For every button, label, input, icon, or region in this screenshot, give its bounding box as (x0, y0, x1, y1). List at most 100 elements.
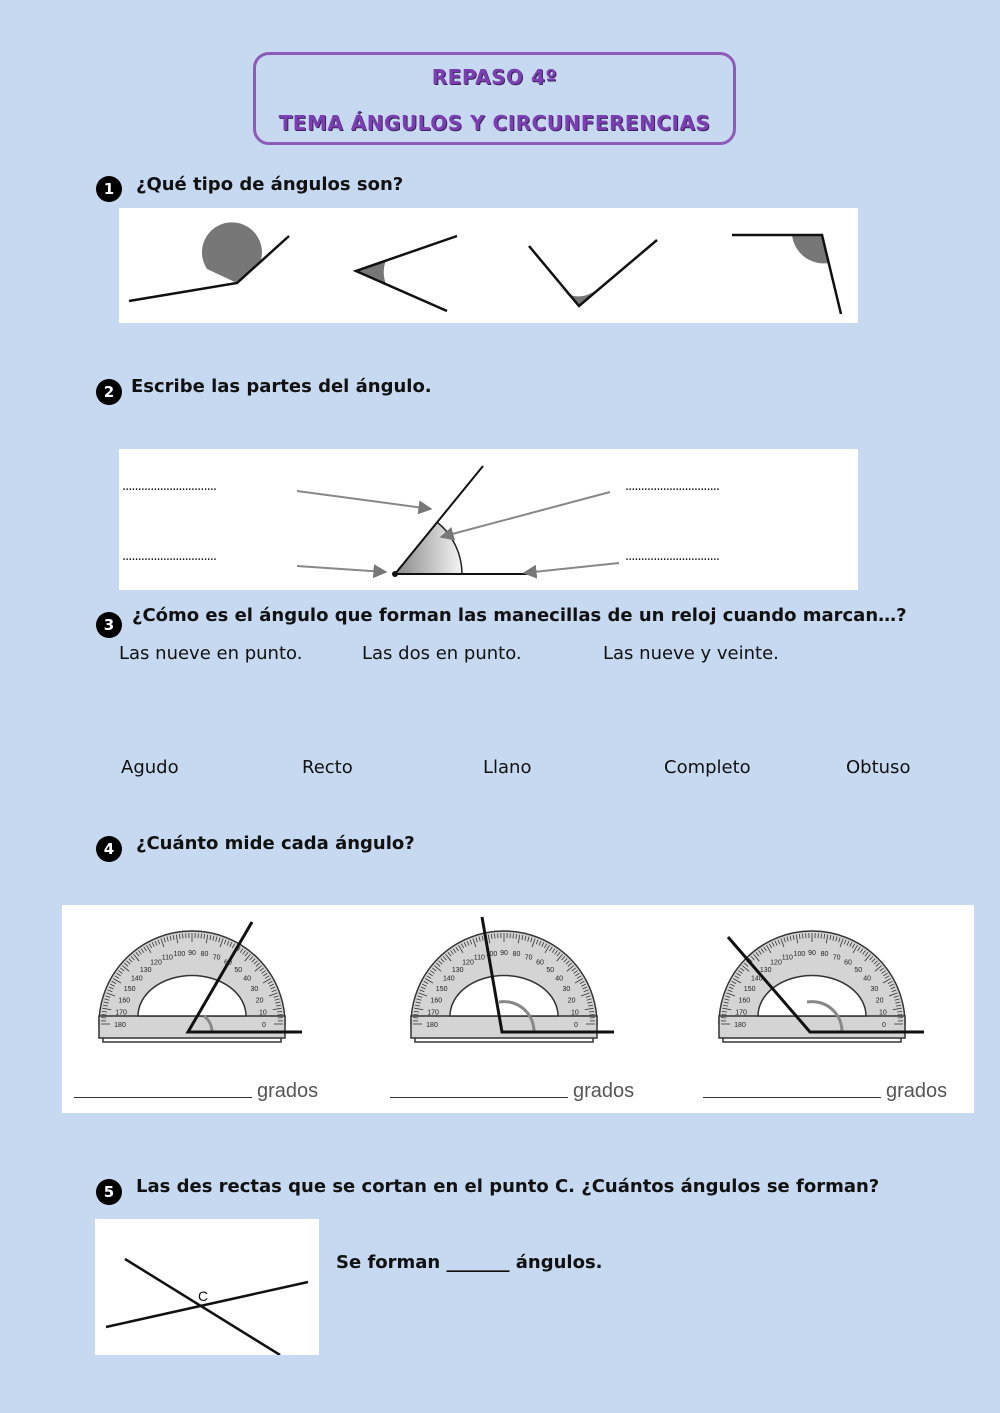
point-c-label: C (198, 1288, 208, 1304)
answer-line-1[interactable] (74, 1097, 252, 1098)
protractor-3-tick (777, 939, 781, 945)
protractor-2-label: 0 (574, 1022, 578, 1029)
protractor-3-window (757, 974, 867, 1017)
protractor-3-tick (862, 950, 866, 955)
blank-side-bottom[interactable]: .............................. (625, 549, 720, 564)
protractor-1-tick (275, 1001, 281, 1004)
answer-line-2[interactable] (390, 1097, 568, 1098)
arrow-arc (439, 491, 611, 541)
protractor-1-label: 20 (256, 997, 264, 1004)
protractor-2-tick (565, 960, 570, 965)
answer-line-3[interactable] (703, 1097, 881, 1098)
protractor-1-rim (102, 1038, 282, 1043)
protractor-1-tick (126, 960, 131, 965)
protractor-1-tick (229, 942, 233, 947)
protractor-2-label: 50 (546, 967, 554, 974)
question-3-text: ¿Cómo es el ángulo que forman las maneci… (132, 605, 907, 626)
protractor-3-label: 120 (770, 960, 782, 967)
protractor-3-tick (839, 938, 844, 948)
blank-vertex-top[interactable]: .............................. (122, 479, 217, 494)
protractor-1-tick (135, 952, 140, 957)
protractor-3-tick (744, 962, 749, 967)
protractor-3-label: 90 (808, 950, 816, 957)
answer-option-obtuso[interactable]: Obtuso (846, 757, 911, 778)
protractor-3-tick (802, 933, 804, 939)
protractor-3-tick (731, 980, 737, 984)
protractor-3-label: 50 (854, 967, 862, 974)
blank-side-top[interactable]: .............................. (625, 479, 720, 494)
time-option-3: Las nueve y veinte. (603, 643, 779, 664)
line-1 (124, 1257, 281, 1357)
protractor-3-tick (852, 943, 856, 949)
protractor-2-tick (450, 950, 454, 955)
protractor-2-tick (414, 1004, 420, 1007)
protractor-2-tick (535, 939, 539, 945)
protractor-3-tick (726, 992, 736, 997)
protractor-3-tick (798, 933, 801, 939)
protractor-1-tick (108, 986, 114, 990)
protractor-3-tick (874, 965, 882, 972)
protractor-2-label: 130 (452, 967, 464, 974)
angle-shading (395, 522, 462, 574)
question-5-answer[interactable]: Se forman _______ ángulos. (336, 1252, 603, 1273)
protractor-2-tick (438, 960, 443, 965)
angle-parts-panel: .............................. .........… (119, 449, 858, 590)
unit-label-1: grados (257, 1080, 319, 1102)
answer-option-agudo[interactable]: Agudo (121, 757, 179, 778)
protractor-2-angle-arc (498, 1000, 536, 1033)
protractor-1-tick (143, 946, 147, 952)
protractor-3-tick (724, 998, 730, 1001)
protractor-1-label: 180 (114, 1022, 126, 1029)
answer-option-recto[interactable]: Recto (302, 757, 353, 778)
protractor-3-tick (786, 936, 789, 942)
protractor-1-tick (271, 989, 277, 993)
question-number-1: 1 (96, 176, 122, 202)
protractor-2-tick (554, 950, 558, 955)
protractor-2-tick (481, 935, 484, 941)
protractor-1-tick (151, 942, 155, 947)
protractor-1-label: 40 (243, 976, 251, 983)
protractor-2-tick (463, 942, 467, 947)
protractor-1-rays (185, 921, 302, 1034)
answer-option-llano[interactable]: Llano (483, 757, 532, 778)
protractor-1-label: 100 (174, 951, 186, 958)
protractor-1-tick (138, 950, 142, 955)
protractor-3-tick (750, 956, 755, 961)
protractor-2-tick (524, 935, 527, 941)
protractor-1-tick (101, 1010, 107, 1013)
protractor-2-tick (413, 1010, 419, 1013)
protractor-1-label: 90 (188, 950, 196, 957)
protractor-3-tick (755, 952, 760, 957)
protractor-3-tick (766, 944, 772, 954)
protractor-2-tick (442, 956, 447, 961)
obtuse-angle-2-lines (732, 233, 843, 315)
protractor-2-tick (428, 972, 433, 977)
blank-vertex-bottom[interactable]: .............................. (122, 549, 217, 564)
protractor-1-window (137, 974, 247, 1017)
protractor-2-tick (445, 954, 452, 962)
protractor-3-tick (852, 944, 858, 954)
answer-option-completo[interactable]: Completo (664, 757, 751, 778)
protractor-3-label: 140 (751, 976, 763, 983)
protractor-1-tick (116, 972, 121, 977)
protractor-3-rays (726, 936, 924, 1034)
protractor-1-label: 10 (259, 1009, 267, 1016)
protractor-1-tick (264, 975, 270, 979)
protractor-3-tick (734, 975, 740, 979)
acute-angle-lines (352, 234, 458, 313)
angle-side-1 (394, 465, 484, 575)
arrow-vertex (296, 564, 388, 579)
protractor-2-label: 150 (436, 986, 448, 993)
protractor-2-tick (530, 937, 533, 943)
protractor-1-tick (277, 1010, 283, 1013)
protractor-1-tick (106, 992, 116, 997)
protractor-3-tick (823, 933, 826, 939)
protractor-3-tick (897, 1014, 903, 1016)
question-number-3: 3 (96, 612, 122, 638)
protractor-1-tick (130, 956, 135, 961)
unit-label-3: grados (886, 1080, 948, 1102)
protractor-1-tick (277, 1014, 283, 1016)
protractor-2-tick (460, 943, 464, 949)
time-option-1: Las nueve en punto. (119, 643, 303, 664)
